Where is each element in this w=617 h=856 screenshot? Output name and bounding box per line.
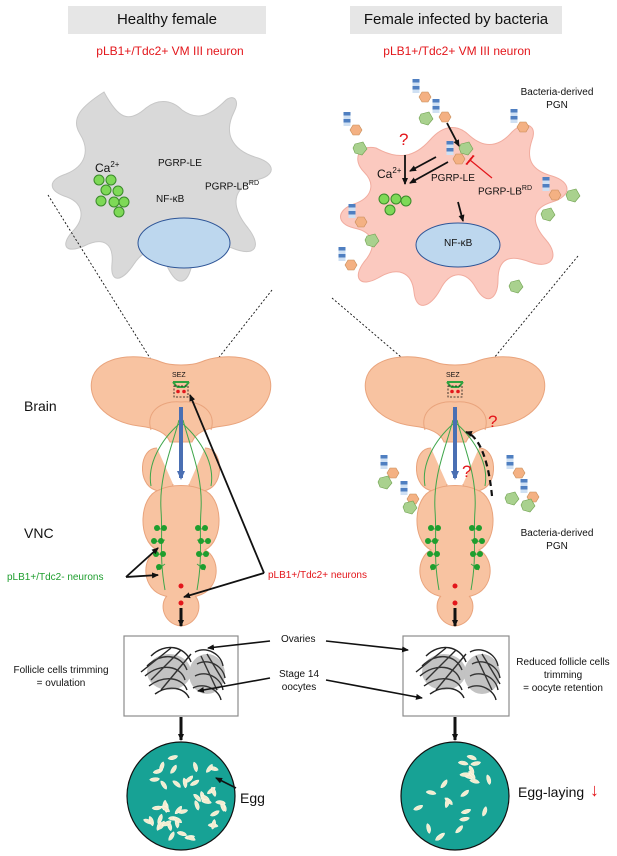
ovary-label-arrows <box>197 640 423 700</box>
infected-pgrp-le-label: PGRP-LE <box>431 173 475 184</box>
brain-vnc-left <box>90 355 272 627</box>
egg-label: Egg <box>240 790 265 806</box>
right-panel-title: Female infected by bacteria <box>350 6 562 34</box>
egg-laying-label: Egg-laying <box>518 784 585 800</box>
vnc-label: VNC <box>24 525 54 541</box>
tdc2-neuron-arrows <box>125 394 265 599</box>
infected-question-mark: ? <box>399 130 409 149</box>
infected-calcium-dots <box>378 193 412 216</box>
pgn-entry-dashed-arrow <box>465 430 494 497</box>
egg-label-arrow <box>215 777 237 789</box>
vnc-question-mark: ? <box>462 462 472 481</box>
infected-signaling-arrows <box>402 122 465 222</box>
left-neuron-subtitle: pLB1+/Tdc2+ VM III neuron <box>96 44 244 58</box>
egg-laying-decrease-arrow: ↓ <box>590 780 599 800</box>
healthy-nfkb-label: NF-κB <box>156 194 185 205</box>
left-panel-title: Healthy female <box>68 6 266 34</box>
tdc2-minus-neurons-label: pLB1+/Tdc2- neurons <box>7 572 104 583</box>
infected-pgrp-lb-label: PGRP-LBRD <box>478 185 533 198</box>
brain-label: Brain <box>24 398 57 414</box>
right-neuron-subtitle: pLB1+/Tdc2+ VM III neuron <box>383 44 531 58</box>
healthy-calcium-dots <box>93 174 130 218</box>
infected-nucleus <box>415 222 501 268</box>
infected-ca-label: Ca2+ <box>377 166 402 181</box>
sez-question-mark: ? <box>488 412 498 431</box>
sez-label-right: SEZ <box>446 372 460 379</box>
pgn-label-top: Bacteria-derived PGN <box>520 87 594 111</box>
pgn-label-bottom: Bacteria-derived PGN <box>520 528 594 552</box>
healthy-pgrp-le-label: PGRP-LE <box>158 158 202 169</box>
left-outcome-label: Follicle cells trimming = ovulation <box>13 665 109 689</box>
infected-neuron-cell <box>340 124 568 306</box>
zoom-lines-left <box>47 194 273 399</box>
ovaries-label: Ovaries <box>281 634 316 645</box>
egg-dish-right <box>400 741 510 851</box>
sez-label-left: SEZ <box>172 372 186 379</box>
pgrp-lb-inhibition <box>465 154 493 179</box>
infected-nfkb-label: NF-κB <box>444 238 473 249</box>
healthy-pgrp-lb-label: PGRP-LBRD <box>205 180 260 193</box>
tdc2-plus-neurons-label: pLB1+/Tdc2+ neurons <box>268 570 367 581</box>
stage14-oocytes-label: Stage 14 oocytes <box>278 669 320 693</box>
ovary-arrows-down <box>178 608 458 741</box>
right-outcome-label: Reduced follicle cells trimming = oocyte… <box>516 657 610 694</box>
healthy-nucleus <box>137 217 231 269</box>
healthy-ca-label: Ca2+ <box>95 160 120 175</box>
brain-vnc-right <box>364 355 546 627</box>
